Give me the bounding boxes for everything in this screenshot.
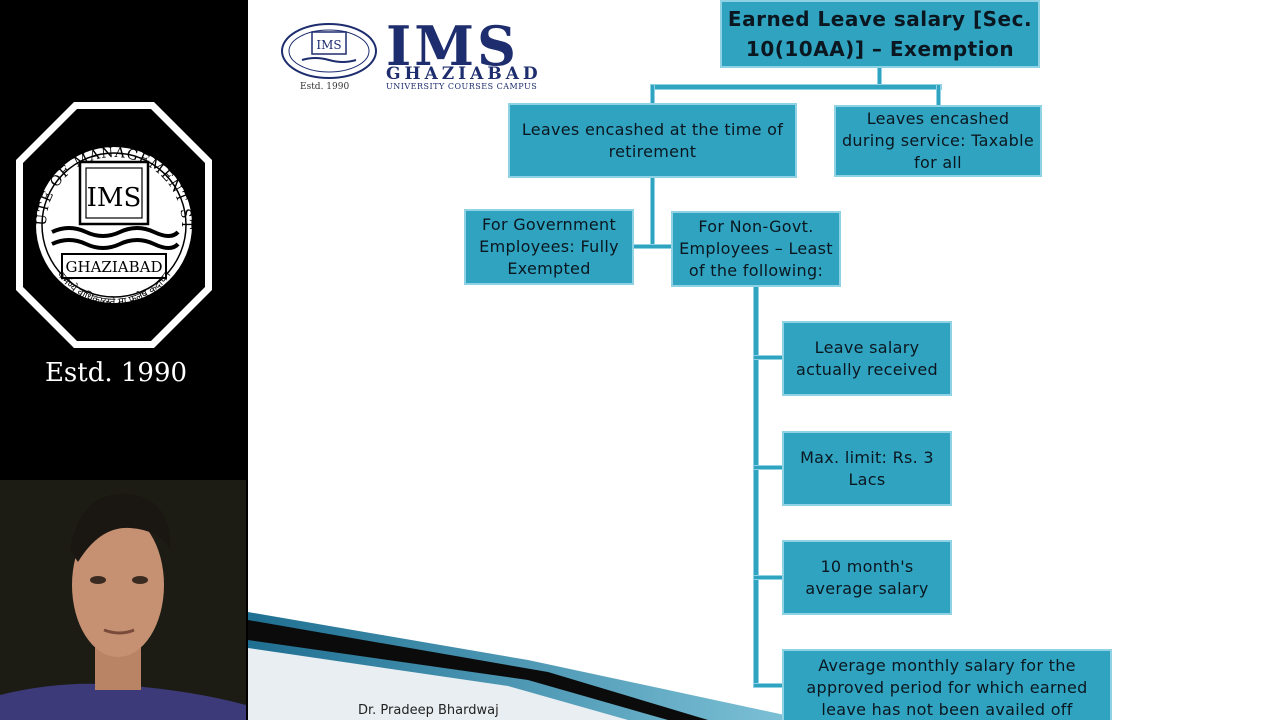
box-service: Leaves encashed during service: Taxable … (834, 105, 1042, 177)
logo-campus: UNIVERSITY COURSES CAMPUS (386, 82, 538, 91)
presenter-silhouette (0, 480, 246, 720)
presentation-slide: IMS Estd. 1990 IMS GHAZIABAD UNIVERSITY … (248, 0, 1280, 720)
slide-title: Earned Leave salary [Sec. 10(10AA)] – Ex… (720, 0, 1040, 68)
seal-banner-text: GHAZIABAD (66, 258, 163, 276)
connector-cond-3 (753, 575, 783, 580)
left-panel: INSTITUTE OF MANAGEMENT STUDIES IMS GHAZ… (0, 0, 248, 720)
box-retirement: Leaves encashed at the time of retiremen… (508, 103, 797, 178)
box-non-govt: For Non-Govt. Employees – Least of the f… (671, 211, 841, 287)
connector-nongovt-down (753, 286, 759, 688)
connector-to-service (936, 84, 941, 106)
connector-sub-horizontal (633, 244, 673, 249)
connector-cond-2 (753, 465, 783, 470)
presenter-webcam (0, 480, 246, 720)
box-condition-1: Leave salary actually received (782, 321, 952, 396)
institute-seal-logo: INSTITUTE OF MANAGEMENT STUDIES IMS GHAZ… (14, 100, 212, 348)
ims-small-seal: IMS (281, 23, 377, 79)
connector-cond-1 (753, 355, 783, 360)
estd-label: Estd. 1990 (44, 358, 188, 388)
slide-author: Dr. Pradeep Bhardwaj (358, 703, 499, 718)
connector-top-horizontal (650, 84, 942, 90)
box-condition-4: Average monthly salary for the approved … (782, 649, 1112, 720)
connector-to-retirement (650, 84, 655, 104)
slide-decorative-wave (248, 612, 808, 720)
logo-name: IMS (386, 14, 520, 78)
ims-small-seal-text: IMS (316, 38, 341, 52)
logo-estd: Estd. 1990 (300, 82, 350, 92)
box-govt: For Government Employees: Fully Exempted (464, 209, 634, 285)
connector-cond-4 (753, 683, 783, 688)
seal-center-text: IMS (87, 183, 142, 213)
logo-city: GHAZIABAD (386, 64, 542, 84)
box-condition-2: Max. limit: Rs. 3 Lacs (782, 431, 952, 506)
connector-retirement-down (650, 177, 655, 249)
box-condition-3: 10 month's average salary (782, 540, 952, 615)
